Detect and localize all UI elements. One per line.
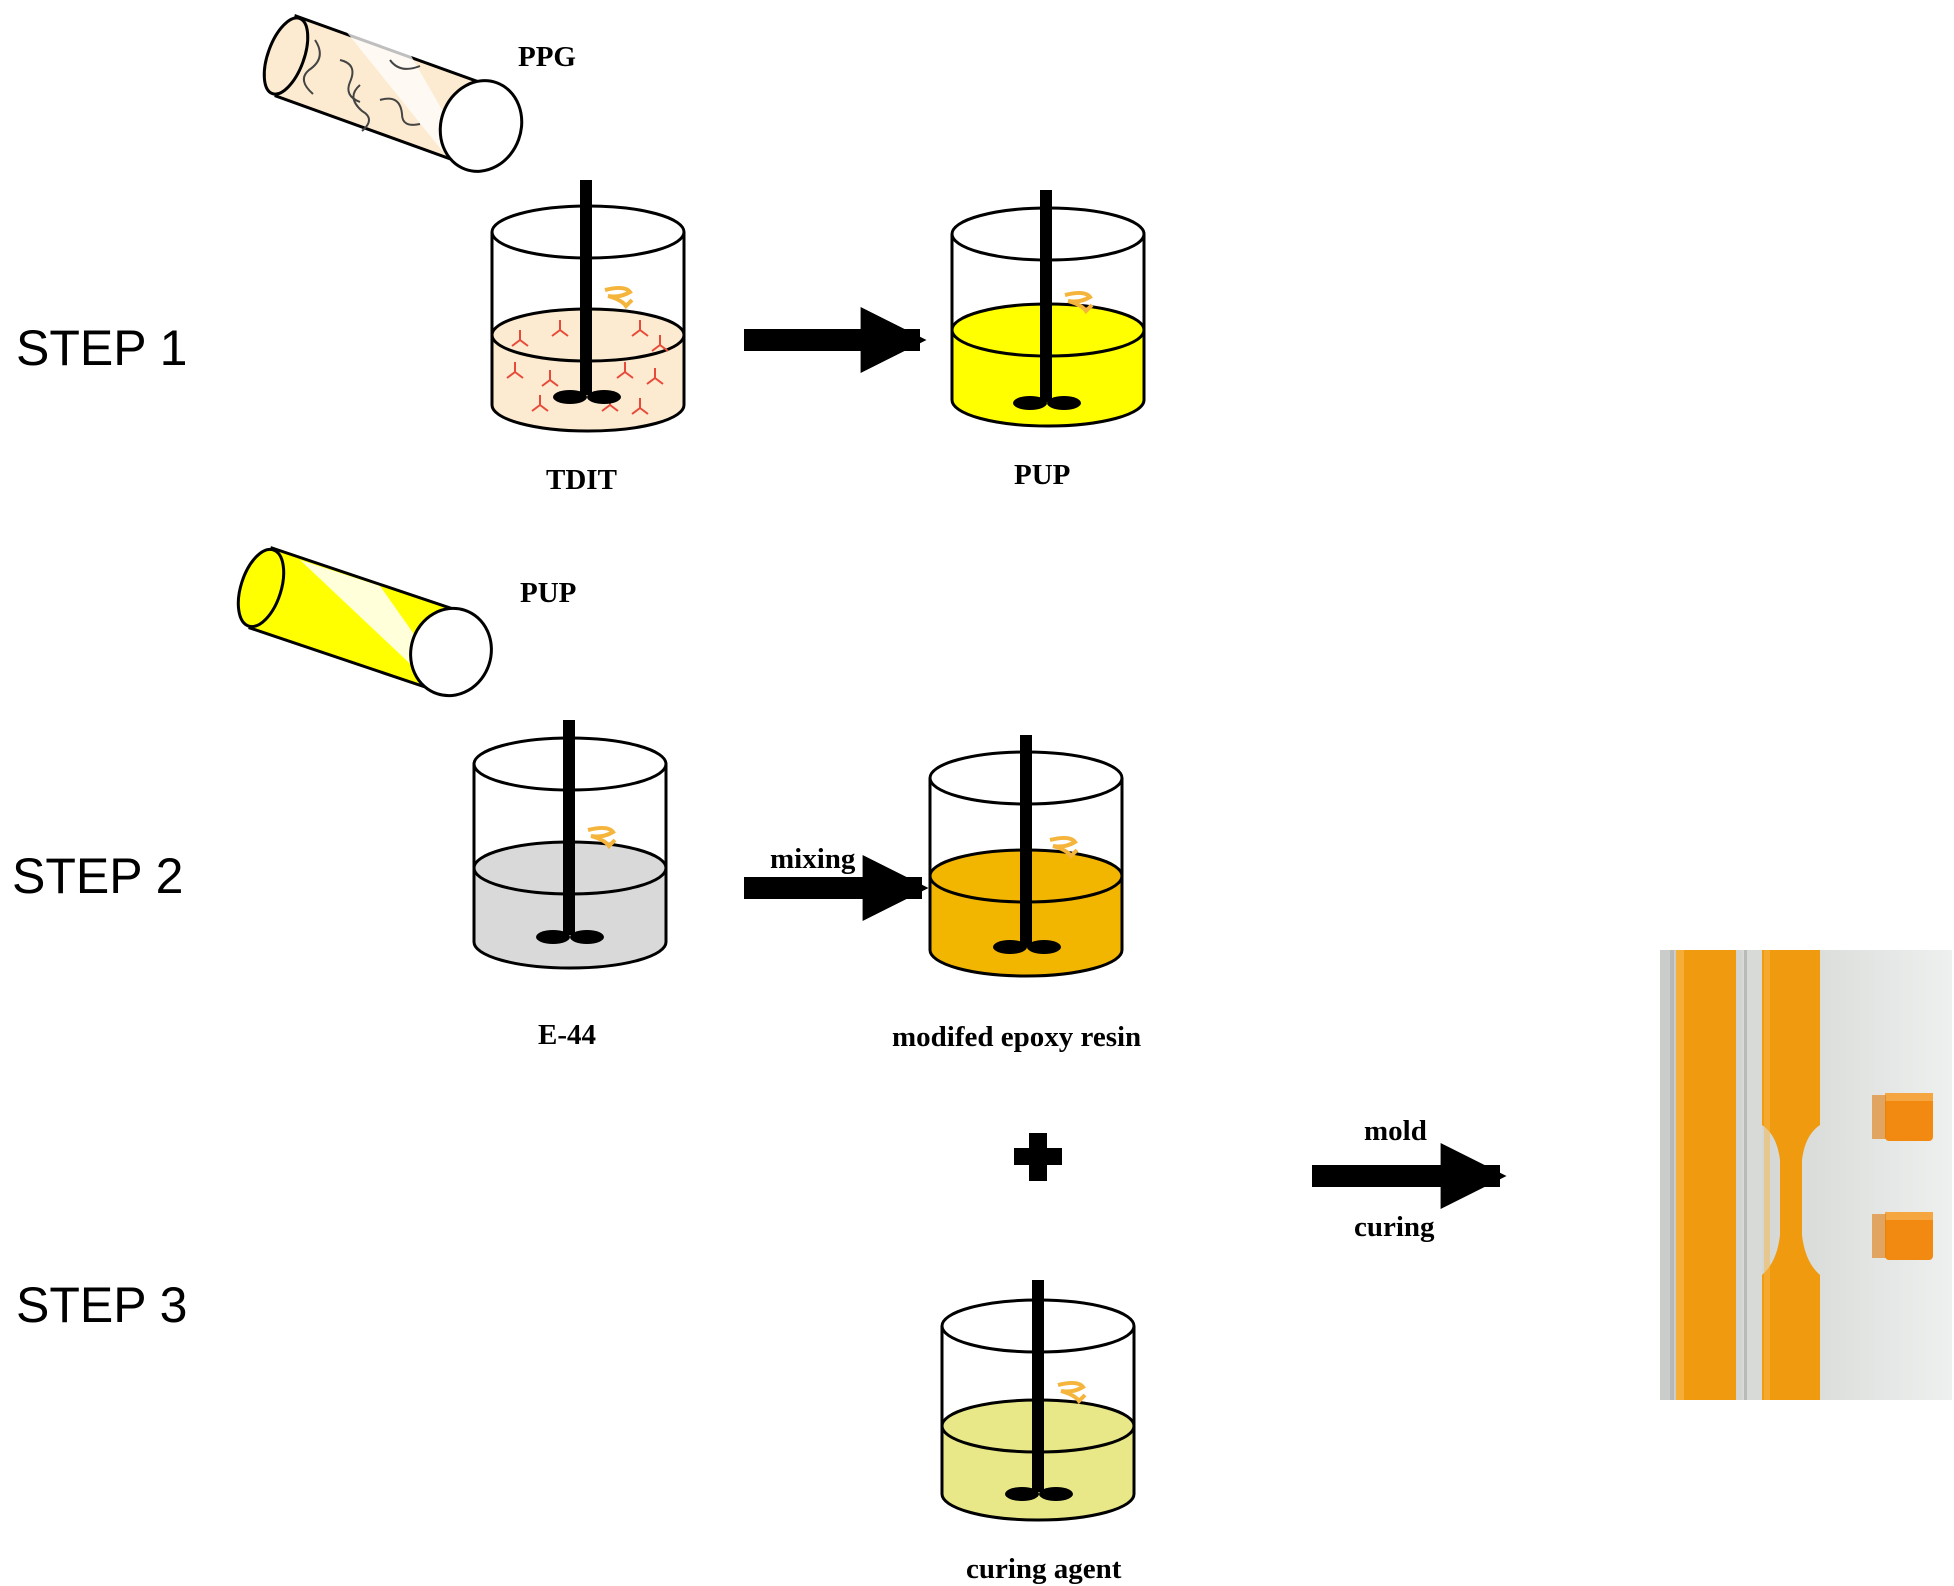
modified-epoxy-label: modifed epoxy resin xyxy=(892,1021,1141,1053)
step-3-label: STEP 3 xyxy=(16,1277,187,1333)
tdit-label: TDIT xyxy=(546,464,617,496)
pup-label: PUP xyxy=(1014,459,1070,491)
e44-label: E-44 xyxy=(538,1019,596,1051)
stirrer-icon xyxy=(553,180,621,404)
step-2-label: STEP 2 xyxy=(12,848,183,904)
mold-label: mold xyxy=(1364,1115,1427,1147)
beaker-icon xyxy=(928,735,1124,978)
stirrer-icon xyxy=(536,720,604,944)
beaker-icon xyxy=(950,190,1146,428)
pup-tube-icon xyxy=(236,546,493,698)
stir-arrow-icon xyxy=(604,285,634,310)
stir-arrow-icon xyxy=(1057,1380,1087,1405)
stirrer-icon xyxy=(1005,1280,1073,1501)
stir-arrow-icon xyxy=(587,825,617,850)
stirrer-icon xyxy=(993,735,1061,954)
pup-tube-label: PUP xyxy=(520,577,576,609)
ppg-label: PPG xyxy=(518,41,576,73)
curing-label: curing xyxy=(1354,1211,1435,1243)
stir-arrow-icon xyxy=(1049,835,1079,860)
beaker-icon xyxy=(472,720,668,970)
step-1-label: STEP 1 xyxy=(16,320,187,376)
ppg-tube-icon xyxy=(262,14,524,173)
stir-arrow-icon xyxy=(1064,290,1094,315)
mixing-label: mixing xyxy=(770,843,856,875)
curing-agent-label: curing agent xyxy=(966,1553,1122,1585)
isocyanate-marks xyxy=(506,320,669,415)
plus-icon xyxy=(1014,1133,1062,1181)
cured-samples-photo xyxy=(1660,950,1952,1400)
beaker-icon xyxy=(490,180,686,433)
stirrer-icon xyxy=(1013,190,1081,410)
beaker-icon xyxy=(940,1280,1136,1522)
